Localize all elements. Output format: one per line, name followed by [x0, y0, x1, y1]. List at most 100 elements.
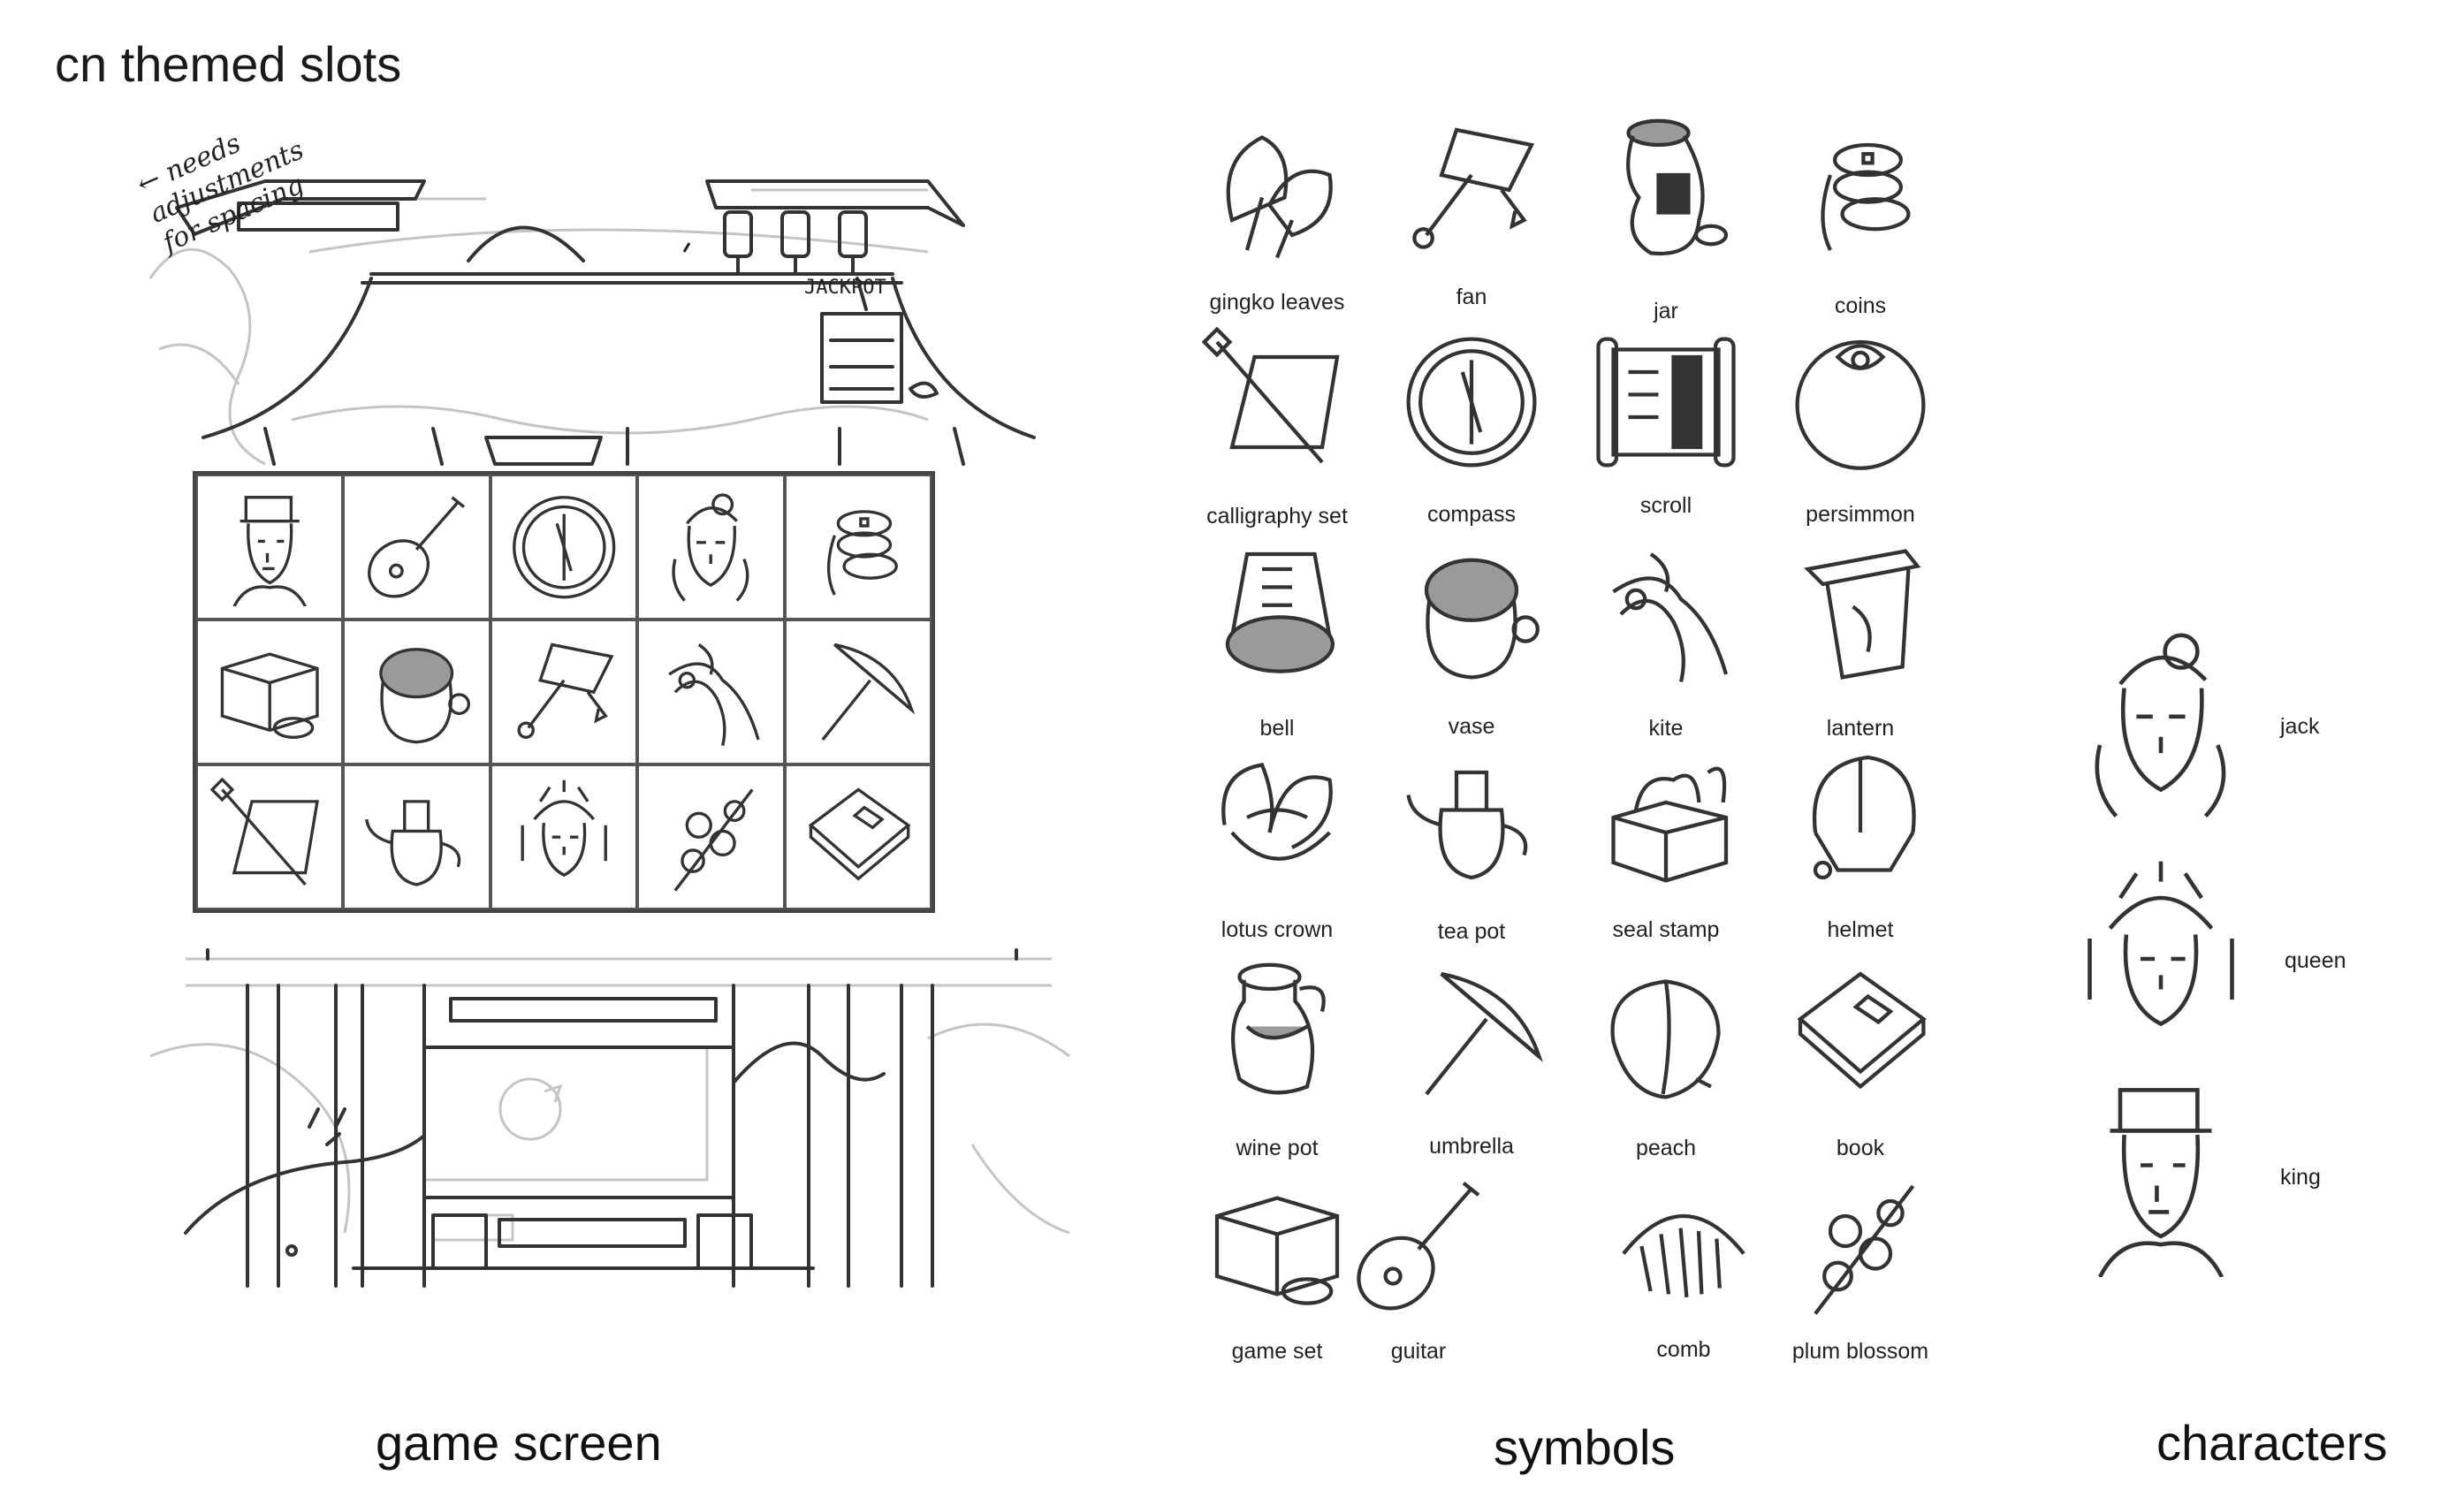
symbol-label: persimmon: [1806, 502, 1915, 527]
symbol-tea-pot[interactable]: tea pot: [1379, 742, 1564, 946]
coins-icon: [826, 509, 898, 596]
coins-icon: [1821, 142, 1911, 251]
game-set-icon: [220, 652, 319, 739]
symbol-label: bell: [1259, 716, 1295, 741]
tea-pot-icon: [1406, 770, 1528, 880]
symbol-kite[interactable]: kite: [1573, 539, 1759, 742]
page-title: cn themed slots: [55, 36, 402, 92]
symbol-jar[interactable]: jar: [1573, 115, 1759, 323]
reel-cell[interactable]: [490, 764, 638, 909]
reel-cell[interactable]: [196, 475, 344, 620]
section-label-characters: characters: [2156, 1415, 2388, 1471]
reel-cell[interactable]: [637, 475, 785, 620]
reel-cell[interactable]: [490, 475, 638, 620]
symbol-label: lantern: [1826, 716, 1895, 741]
persimmon-icon: [1795, 339, 1926, 470]
scroll-icon: [1596, 337, 1736, 468]
section-label-game-screen: game screen: [376, 1415, 662, 1471]
symbol-comb[interactable]: comb: [1591, 1171, 1776, 1374]
king-portrait-icon: [232, 495, 308, 607]
temple-frame-sketch: [148, 179, 1070, 1288]
symbol-plum-blossom[interactable]: plum blossom: [1768, 1171, 1953, 1374]
queen-portrait-icon: [521, 779, 607, 877]
jack-portrait-icon[interactable]: [2059, 623, 2262, 826]
kite-icon: [668, 643, 760, 746]
seal-stamp-icon: [1611, 766, 1729, 883]
compass-icon: [512, 495, 616, 599]
symbol-coins[interactable]: coins: [1768, 115, 1953, 318]
symbol-label: book: [1836, 1136, 1885, 1160]
symbol-peach[interactable]: peach: [1573, 959, 1759, 1162]
lantern-icon: [1804, 549, 1921, 680]
symbol-label: scroll: [1639, 493, 1692, 518]
symbol-label: vase: [1448, 714, 1495, 739]
tea-pot-icon: [365, 799, 461, 886]
symbol-label: plum blossom: [1791, 1339, 1929, 1364]
symbol-lantern[interactable]: lantern: [1768, 539, 1953, 742]
king-portrait-icon[interactable]: [2059, 1074, 2262, 1277]
book-icon: [808, 787, 910, 881]
character-label-jack: jack: [2280, 714, 2320, 739]
kite-icon: [1612, 552, 1729, 683]
symbol-label: kite: [1648, 716, 1684, 741]
symbol-book[interactable]: book: [1768, 959, 1953, 1162]
character-label-queen: queen: [2285, 948, 2346, 973]
symbol-wine-pot[interactable]: wine pot: [1184, 959, 1370, 1162]
symbol-helmet[interactable]: helmet: [1768, 742, 1953, 946]
vase-icon: [1424, 558, 1540, 680]
symbol-label: seal stamp: [1612, 917, 1720, 942]
reel-cell[interactable]: [784, 475, 932, 620]
symbol-vase[interactable]: vase: [1379, 539, 1564, 742]
reel-cell[interactable]: [196, 620, 344, 764]
reel-cell[interactable]: [196, 764, 344, 909]
queen-portrait-icon[interactable]: [2059, 857, 2262, 1061]
symbol-guitar[interactable]: guitar: [1326, 1171, 1511, 1374]
reel-cell[interactable]: [637, 620, 785, 764]
symbol-label: compass: [1426, 502, 1517, 527]
gingko-leaves-icon: [1226, 135, 1333, 259]
reel-cell[interactable]: [343, 764, 491, 909]
symbol-persimmon[interactable]: persimmon: [1768, 327, 1953, 530]
symbol-game-set[interactable]: game set: [1184, 1171, 1370, 1374]
book-icon: [1797, 971, 1927, 1090]
symbol-label: peach: [1635, 1136, 1697, 1160]
peach-icon: [1610, 979, 1721, 1099]
symbol-bell[interactable]: bell: [1184, 539, 1370, 742]
reel-cell[interactable]: [784, 620, 932, 764]
lotus-crown-icon: [1221, 763, 1333, 861]
fan-icon: [517, 643, 614, 739]
symbol-compass[interactable]: compass: [1379, 327, 1564, 530]
symbol-gingko-leaves[interactable]: gingko leaves: [1184, 115, 1370, 318]
wine-pot-icon: [1231, 962, 1326, 1095]
symbol-label: helmet: [1827, 917, 1894, 942]
symbol-label: wine pot: [1236, 1136, 1319, 1160]
fan-icon: [1412, 127, 1535, 249]
jackpot-label: JACKPOT: [804, 277, 886, 299]
reel-grid: [193, 471, 935, 913]
umbrella-icon: [1425, 971, 1543, 1096]
symbol-label: lotus crown: [1221, 917, 1334, 942]
symbol-label: game set: [1231, 1339, 1323, 1364]
bell-icon: [1225, 551, 1335, 673]
reel-cell[interactable]: [637, 764, 785, 909]
reel-cell[interactable]: [343, 475, 491, 620]
reel-cell[interactable]: [343, 620, 491, 764]
symbol-seal-stamp[interactable]: seal stamp: [1573, 742, 1759, 946]
reel-cell[interactable]: [490, 620, 638, 764]
reel-cell[interactable]: [784, 764, 932, 909]
symbol-label: gingko leaves: [1209, 290, 1345, 315]
symbol-label: guitar: [1390, 1339, 1447, 1364]
symbol-label: comb: [1656, 1337, 1711, 1362]
symbol-lotus-crown[interactable]: lotus crown: [1184, 742, 1370, 946]
symbol-label: umbrella: [1429, 1134, 1514, 1159]
symbol-umbrella[interactable]: umbrella: [1379, 959, 1564, 1162]
helmet-icon: [1812, 755, 1916, 880]
section-label-symbols: symbols: [1494, 1419, 1676, 1475]
calligraphy-set-icon: [1202, 327, 1340, 464]
plum-blossom-icon: [673, 788, 754, 892]
symbol-fan[interactable]: fan: [1379, 115, 1564, 318]
symbol-calligraphy-set[interactable]: calligraphy set: [1184, 327, 1370, 530]
game-set-icon: [1214, 1196, 1340, 1305]
symbol-scroll[interactable]: scroll: [1573, 327, 1759, 530]
symbol-label: tea pot: [1437, 919, 1506, 944]
